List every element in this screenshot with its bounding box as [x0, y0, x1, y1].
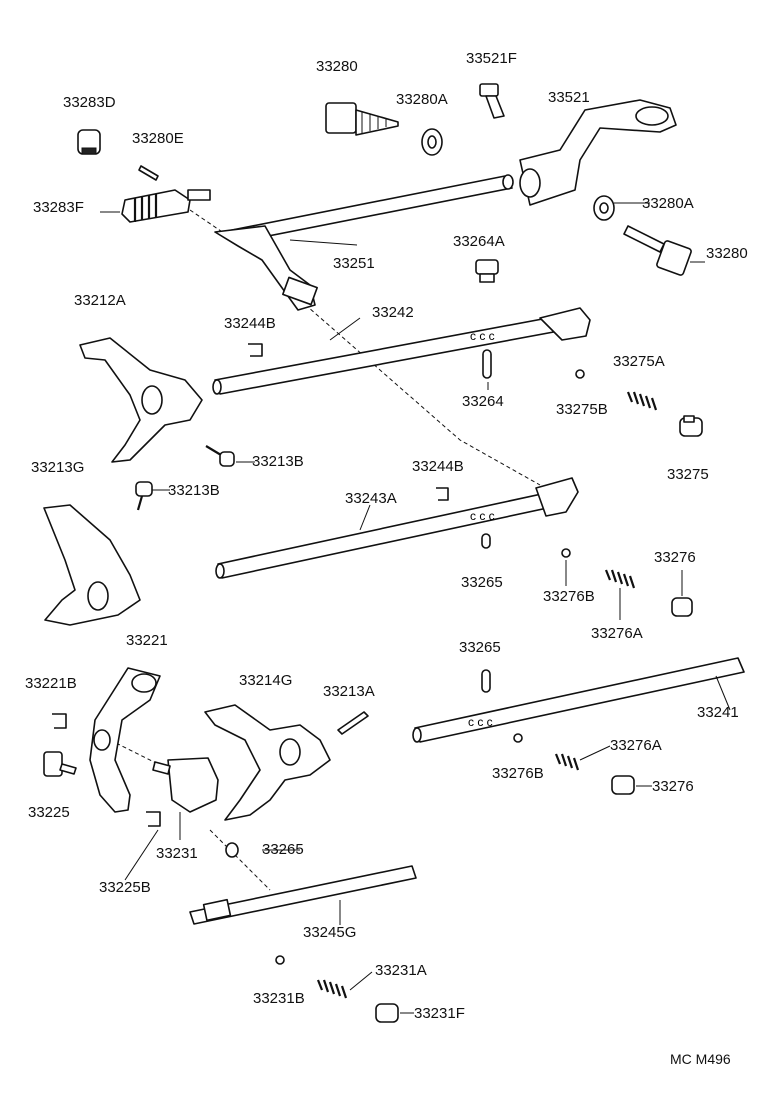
label-33244B-top: 33244B — [224, 315, 276, 332]
pin-33280E — [138, 165, 159, 181]
label-33251: 33251 — [333, 255, 375, 272]
label-33280-top: 33280 — [316, 58, 358, 75]
label-33276B-b: 33276B — [492, 765, 544, 782]
label-33214G: 33214G — [239, 672, 293, 689]
screw-33213B-a — [205, 445, 235, 467]
screw-33213B-b — [135, 481, 153, 511]
label-33275A: 33275A — [613, 353, 665, 370]
shaft-33251 — [214, 174, 514, 311]
plug-33283F — [121, 189, 211, 223]
label-33241: 33241 — [697, 704, 739, 721]
label-33231B: 33231B — [253, 990, 305, 1007]
label-33265-b: 33265 — [459, 639, 501, 656]
lever-33221 — [89, 667, 161, 813]
lever-33521 — [519, 99, 677, 206]
label-33276-a: 33276 — [654, 549, 696, 566]
label-33280E: 33280E — [132, 130, 184, 147]
plug-33231F — [375, 1003, 399, 1023]
spring-33275A — [626, 391, 658, 411]
label-33275: 33275 — [667, 466, 709, 483]
label-33243A: 33243A — [345, 490, 397, 507]
pin-33265-b — [481, 669, 491, 693]
label-33231: 33231 — [156, 845, 198, 862]
plug-33280-top — [325, 102, 399, 136]
pin-33225 — [43, 751, 77, 777]
label-33276-b: 33276 — [652, 778, 694, 795]
svg-text:c c c: c c c — [470, 329, 495, 343]
label-33264A: 33264A — [453, 233, 505, 250]
fork-33212A — [79, 337, 203, 463]
ball-33276B-b — [513, 733, 523, 743]
plug-33280-right — [623, 225, 692, 276]
label-33231F: 33231F — [414, 1005, 465, 1022]
clip-33244B-top — [248, 343, 263, 357]
spring-33231A — [316, 979, 348, 999]
plug-33276-b — [611, 775, 635, 795]
label-33280-right: 33280 — [706, 245, 748, 262]
plug-33264A — [475, 259, 499, 283]
label-33276B-a: 33276B — [543, 588, 595, 605]
ball-33231B — [275, 955, 285, 965]
clip-33221B — [52, 713, 67, 729]
label-33225B: 33225B — [99, 879, 151, 896]
label-33221B: 33221B — [25, 675, 77, 692]
spring-33276A-b — [554, 753, 580, 771]
label-33213B-b: 33213B — [168, 482, 220, 499]
label-33280A-right: 33280A — [642, 195, 694, 212]
pin-33265-c — [225, 842, 239, 858]
clip-33225B — [146, 811, 161, 827]
cap-33283D — [77, 129, 101, 155]
diagram-code: MC M496 — [670, 1051, 731, 1067]
label-33264: 33264 — [462, 393, 504, 410]
plug-33275 — [679, 415, 703, 437]
ball-33275B — [575, 369, 585, 379]
label-33213A: 33213A — [323, 683, 375, 700]
plug-33276-a — [671, 597, 693, 617]
label-33231A: 33231A — [375, 962, 427, 979]
svg-text:c c c: c c c — [468, 715, 493, 729]
shaft-33242: c c c — [212, 307, 591, 395]
label-33242: 33242 — [372, 304, 414, 321]
label-33276A-b: 33276A — [610, 737, 662, 754]
shaft-33245G — [189, 865, 417, 925]
clip-33244B-mid — [436, 487, 449, 501]
label-33280A-top: 33280A — [396, 91, 448, 108]
label-33276A-a: 33276A — [591, 625, 643, 642]
fork-33214G — [204, 704, 331, 821]
label-33245G: 33245G — [303, 924, 357, 941]
pin-33264 — [482, 349, 492, 379]
label-33265-c: 33265 — [262, 841, 304, 858]
label-33212A: 33212A — [74, 292, 126, 309]
block-33231 — [152, 757, 219, 813]
spring-33276A-a — [604, 569, 636, 589]
label-33225: 33225 — [28, 804, 70, 821]
fork-33213G — [43, 504, 141, 626]
label-33213B-a: 33213B — [252, 453, 304, 470]
label-33275B: 33275B — [556, 401, 608, 418]
shaft-33243A: c c c — [215, 477, 579, 579]
label-33521F: 33521F — [466, 50, 517, 67]
label-33265-a: 33265 — [461, 574, 503, 591]
label-33283F: 33283F — [33, 199, 84, 216]
label-33521: 33521 — [548, 89, 590, 106]
label-33213G: 33213G — [31, 459, 85, 476]
bolt-33521F — [479, 83, 505, 119]
pin-33265-a — [481, 533, 491, 549]
pin-33213A — [337, 711, 369, 735]
svg-text:c c c: c c c — [470, 509, 495, 523]
shaft-33241: c c c — [412, 657, 745, 743]
label-33244B-mid: 33244B — [412, 458, 464, 475]
label-33283D: 33283D — [63, 94, 116, 111]
ball-33276B-a — [561, 548, 571, 558]
label-33221: 33221 — [126, 632, 168, 649]
